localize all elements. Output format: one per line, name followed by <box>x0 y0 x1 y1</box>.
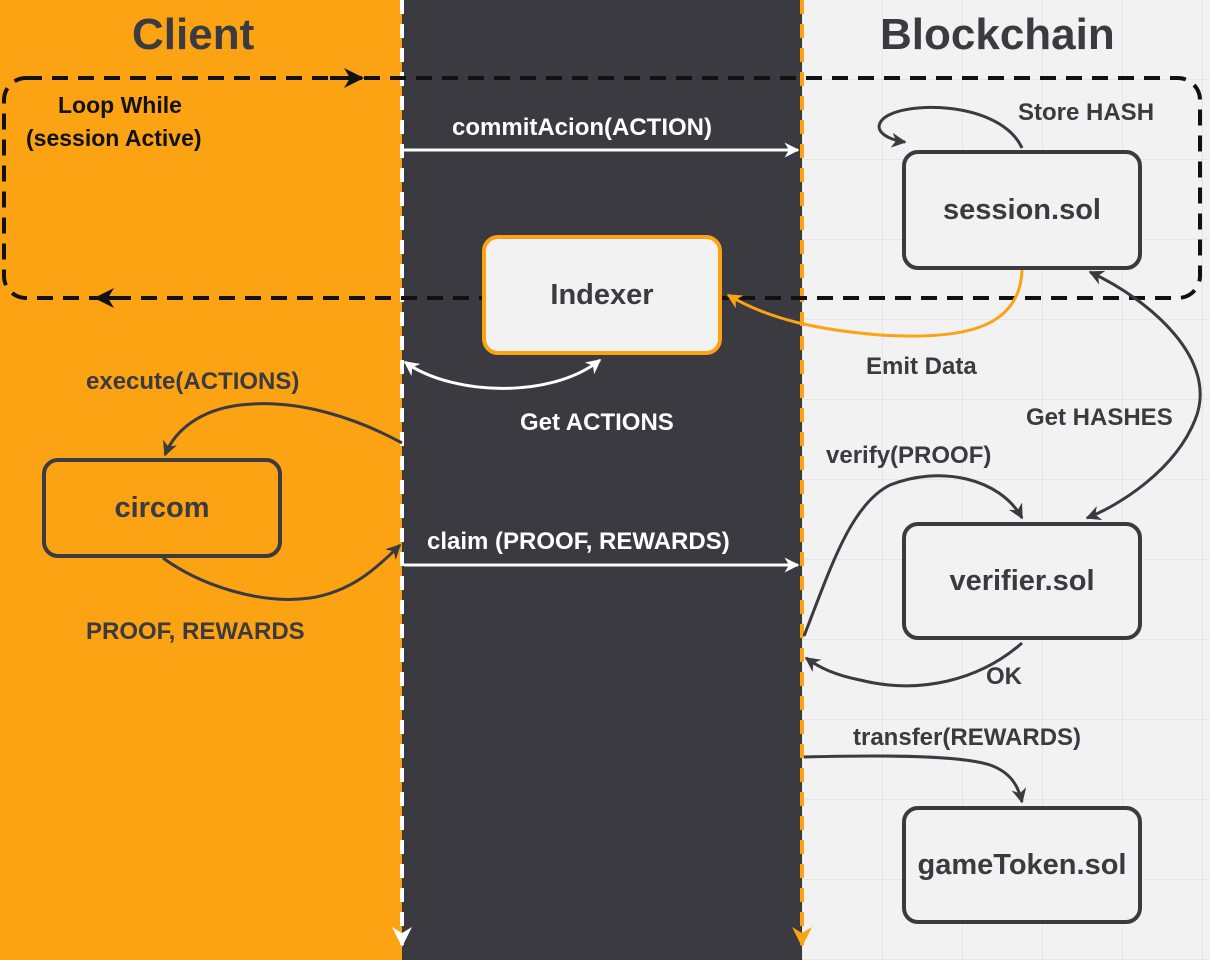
indexer-node: Indexer <box>482 235 722 355</box>
execute-label: execute(ACTIONS) <box>86 368 300 395</box>
get-hashes-label: Get HASHES <box>1026 404 1173 431</box>
transfer-label: transfer(REWARDS) <box>853 724 1082 751</box>
execute-arrow <box>163 402 403 457</box>
session-node: session.sol <box>902 150 1142 270</box>
ok-arrow <box>804 641 1023 688</box>
store-hash-arrow <box>877 106 1024 149</box>
proof-rewards-arrow <box>162 543 402 601</box>
loop-frame <box>2 76 1202 300</box>
loop-label-line1: Loop While <box>58 92 182 118</box>
verify-label: verify(PROOF) <box>826 442 992 469</box>
client-lane-title: Client <box>132 10 255 59</box>
verifier-node: verifier.sol <box>902 522 1142 640</box>
emit-data-label: Emit Data <box>866 353 977 380</box>
commit-label: commitAcion(ACTION) <box>452 114 712 141</box>
get-hashes-arrow <box>1085 270 1202 521</box>
ok-label: OK <box>986 663 1022 690</box>
blockchain-lane-title: Blockchain <box>880 10 1115 59</box>
game-token-node: gameToken.sol <box>902 806 1142 924</box>
transfer-arrow <box>803 754 1027 804</box>
get-actions-label: Get ACTIONS <box>520 409 674 436</box>
emit-data-arrow <box>726 269 1024 338</box>
claim-label: claim (PROOF, REWARDS) <box>427 528 730 555</box>
proof-rewards-label: PROOF, REWARDS <box>86 618 305 645</box>
circom-node: circom <box>42 458 282 558</box>
loop-label-line2: (session Active) <box>26 125 202 151</box>
get-actions-arrow <box>403 358 602 390</box>
indexer-lane <box>402 0 802 960</box>
store-hash-label: Store HASH <box>1018 99 1155 126</box>
verify-arrow <box>802 474 1024 637</box>
